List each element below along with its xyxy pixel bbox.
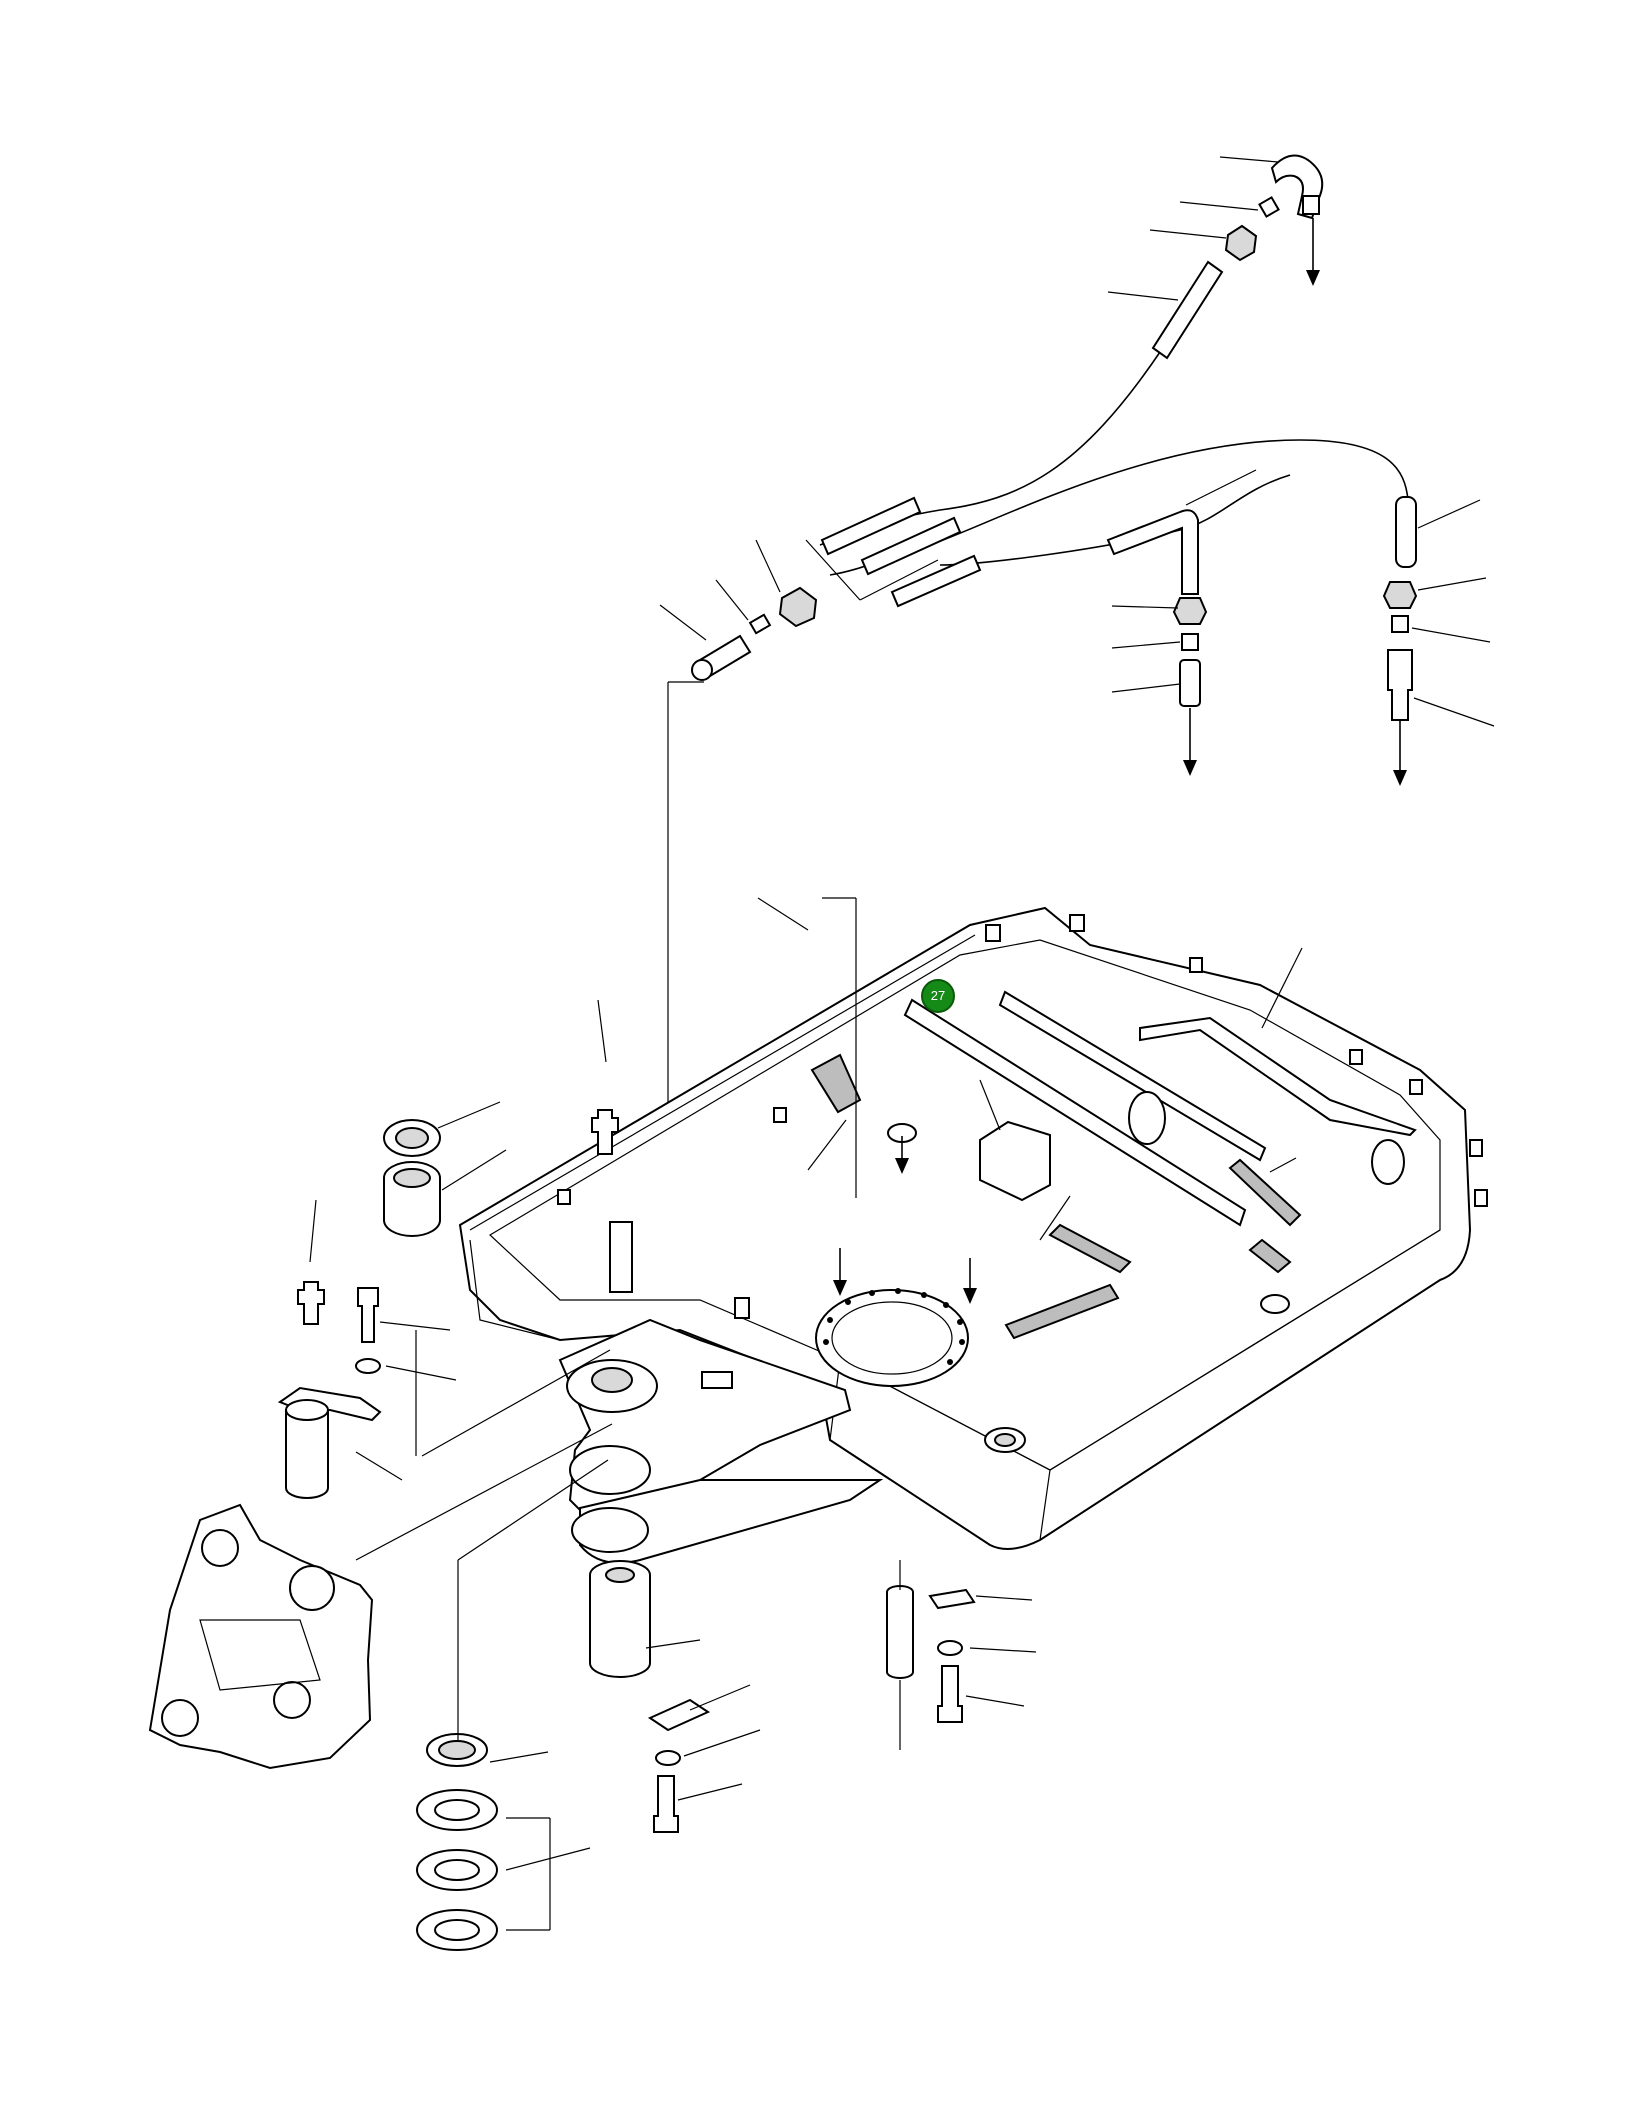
foam-strip-5 [810, 1053, 862, 1114]
swing-pivot-assembly [558, 1318, 884, 1564]
shim-2-bore [434, 1859, 480, 1881]
seal-ring-bore [438, 1740, 476, 1760]
hex-nut-mid [1172, 597, 1208, 625]
leader-lines-lower [309, 897, 1303, 1931]
olive-mid [1181, 633, 1199, 651]
callout-badge-27[interactable]: 27 [921, 979, 955, 1013]
foam-strip-1 [1048, 1223, 1132, 1274]
hose-sleeve-a [820, 496, 922, 556]
bolt-3 [937, 1665, 963, 1723]
olive-right [1391, 615, 1409, 633]
bolt-1 [357, 1287, 379, 1343]
pivot-clamp [701, 1371, 733, 1389]
pivot-pin-top [285, 1399, 329, 1421]
vertical-sleeve [1395, 496, 1417, 568]
washer-2 [655, 1750, 681, 1766]
frame-small-brackets [557, 914, 1488, 1207]
pivot-bore-top [591, 1367, 633, 1393]
washer-1 [355, 1358, 381, 1374]
casting-bore-3 [161, 1699, 199, 1737]
adapter-end [691, 659, 713, 681]
pivot-boss-mid [569, 1445, 651, 1495]
cross-beam-upper [998, 990, 1267, 1162]
bushing-cylinder-bore [393, 1168, 431, 1188]
lower-bushing [589, 1560, 651, 1678]
top-lip [469, 934, 976, 1231]
shim-3-bore [434, 1919, 480, 1941]
casting-web [199, 1619, 321, 1691]
flow-arrows [1183, 218, 1407, 786]
bolt-2 [653, 1775, 679, 1833]
left-panel [469, 1239, 561, 1341]
lower-pin [886, 1585, 914, 1679]
slew-ring-outer [815, 1289, 969, 1387]
hex-nut-left [778, 586, 818, 628]
lock-plate-2 [928, 1588, 976, 1610]
hex-nut-right [1382, 581, 1418, 609]
inner-hole-2 [1371, 1139, 1405, 1185]
right-bracket [1139, 1016, 1417, 1137]
pivot-pin [285, 1409, 329, 1499]
bent-sleeve [1106, 509, 1199, 595]
grease-nipple-2 [297, 1281, 325, 1325]
hose-sleeve-c [890, 554, 982, 608]
hose-line-1 [819, 351, 1161, 546]
frame-pin-1 [734, 1297, 750, 1319]
main-frame [458, 906, 1488, 1550]
hydraulic-line-assembly [659, 154, 1495, 1220]
foam-strip-4 [1248, 1238, 1292, 1274]
right-wall-edge [1049, 1229, 1441, 1471]
foam-strip-3 [1228, 1158, 1302, 1227]
washer-3 [937, 1640, 963, 1656]
casting-bore-4 [273, 1681, 311, 1719]
frame-inner-floor [489, 939, 1441, 1471]
slew-ring-inner [831, 1301, 953, 1375]
lower-bushing-bore [605, 1567, 635, 1583]
left-parts [148, 1109, 976, 1951]
bushing-hole-inner [994, 1433, 1016, 1447]
inner-hole-1 [1128, 1091, 1166, 1145]
fitting-small [1258, 196, 1280, 218]
elbow-nipple [1302, 195, 1320, 215]
leader-lines-top [659, 156, 1495, 727]
hose-sleeve-b [860, 516, 962, 576]
adapter-right [1387, 649, 1413, 721]
hex-nut [1224, 224, 1258, 262]
foam-strip-2 [1004, 1283, 1120, 1340]
slew-ring-holes [823, 1288, 965, 1365]
tube-sleeve [1151, 260, 1224, 360]
frame-arrows [833, 1136, 977, 1304]
bushing-ring-bore [395, 1127, 429, 1149]
pivot-boss-low [571, 1507, 649, 1553]
lock-plate-1 [647, 1698, 711, 1732]
grease-nipple-1 [591, 1109, 619, 1155]
adapter-mid [1179, 659, 1201, 707]
cross-beam [903, 998, 1247, 1227]
frame-post [609, 1221, 633, 1293]
frame-spacer [1260, 1294, 1290, 1314]
casting-bore-1 [201, 1529, 239, 1567]
olive-left [748, 613, 772, 635]
shim-1-bore [434, 1799, 480, 1821]
mid-bracket [979, 1120, 1051, 1202]
casting-bore-2 [289, 1565, 335, 1611]
